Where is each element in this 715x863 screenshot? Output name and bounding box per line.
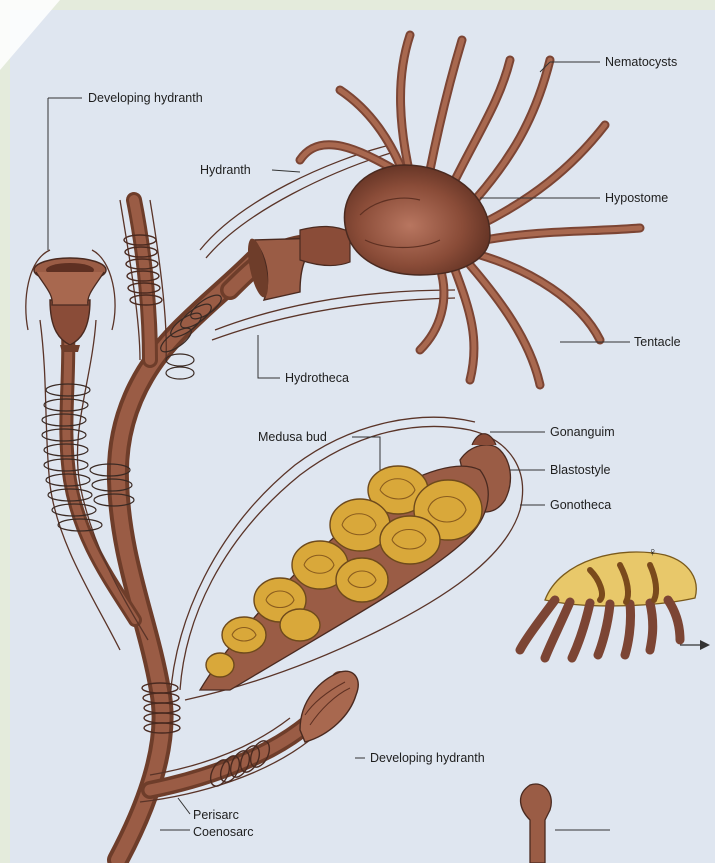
- label-developing-hydranth-bottom: Developing hydranth: [370, 751, 485, 765]
- label-coenosarc: Coenosarc: [193, 825, 253, 839]
- label-developing-hydranth-top: Developing hydranth: [88, 91, 203, 105]
- label-perisarc: Perisarc: [193, 808, 239, 822]
- label-hypostome: Hypostome: [605, 191, 668, 205]
- label-hydranth: Hydranth: [200, 163, 251, 177]
- label-nematocysts: Nematocysts: [605, 55, 677, 69]
- label-hydrotheca: Hydrotheca: [285, 371, 349, 385]
- female-symbol: ♀: [648, 545, 657, 559]
- label-gonotheca: Gonotheca: [550, 498, 611, 512]
- label-medusa-bud: Medusa bud: [258, 430, 327, 444]
- label-blastostyle: Blastostyle: [550, 463, 610, 477]
- label-gonanguim: Gonanguim: [550, 425, 615, 439]
- label-tentacle: Tentacle: [634, 335, 681, 349]
